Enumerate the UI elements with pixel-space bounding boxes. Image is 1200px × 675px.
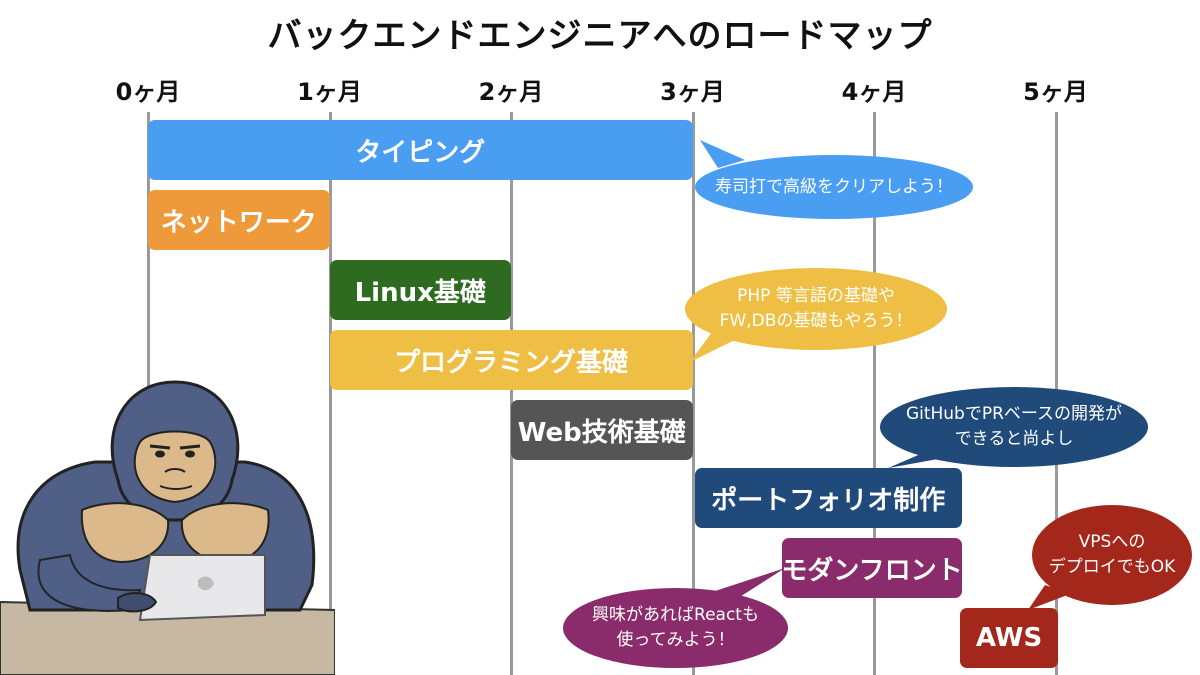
callout-typing-ellipse <box>695 155 973 219</box>
bar-web-tech-basics: Web技術基礎 <box>511 400 693 460</box>
bar-programming-basics: プログラミング基礎 <box>329 330 693 390</box>
gridline-month-4 <box>873 112 876 675</box>
bar-modern-front: モダンフロント <box>781 538 963 598</box>
bar-aws: AWS <box>960 608 1058 668</box>
bar-typing: タイピング <box>148 120 693 180</box>
callout-portfolio-shape <box>880 387 1148 468</box>
callout-modern-front-shape <box>563 568 788 668</box>
month-label-4: 4ヶ月 <box>841 78 907 106</box>
bar-linux-basics: Linux基礎 <box>329 260 511 320</box>
callout-aws-shape <box>1028 505 1192 610</box>
callout-modern-front: 興味があればReactも 使ってみよう！ <box>563 568 788 668</box>
callout-programming-ellipse <box>685 268 947 350</box>
callout-typing-tail <box>700 140 745 168</box>
gorilla-at-laptop-icon <box>0 380 335 675</box>
gridline-month-2 <box>510 112 513 675</box>
bar-network: ネットワーク <box>148 190 330 250</box>
callout-modern-front-text: 興味があればReactも 使ってみよう！ <box>592 605 759 650</box>
callout-portfolio: GitHubでPRベースの開発が できると尚よし <box>880 387 1148 468</box>
bar-portfolio: ポートフォリオ制作 <box>694 468 962 528</box>
callout-portfolio-tail <box>888 450 960 468</box>
callout-typing-text: 寿司打で高級をクリアしよう！ <box>715 176 953 197</box>
callout-programming-shape <box>685 268 947 362</box>
callout-portfolio-ellipse <box>880 387 1148 467</box>
gridline-month-1 <box>328 112 332 675</box>
callout-typing-shape <box>695 140 973 219</box>
callout-aws-text: VPSへの デプロイでもOK <box>1048 532 1176 577</box>
month-label-5: 5ヶ月 <box>1023 78 1088 106</box>
callout-portfolio-text: GitHubでPRベースの開発が できると尚よし <box>905 404 1123 449</box>
month-label-2: 2ヶ月 <box>478 78 544 106</box>
month-label-3: 3ヶ月 <box>660 78 725 106</box>
callout-programming-tail <box>690 328 745 362</box>
callout-modern-front-tail <box>700 568 785 600</box>
month-label-1: 1ヶ月 <box>297 78 362 106</box>
callout-aws: VPSへの デプロイでもOK <box>1028 505 1192 610</box>
month-label-0: 0ヶ月 <box>115 78 181 106</box>
callout-programming: PHP 等言語の基礎や FW,DBの基礎もやろう！ <box>685 268 947 362</box>
callout-aws-ellipse <box>1032 505 1192 605</box>
callout-modern-front-ellipse <box>563 588 788 668</box>
callout-typing: 寿司打で高級をクリアしよう！ <box>695 140 973 219</box>
gridline-month-3 <box>691 112 695 675</box>
callout-aws-tail <box>1028 585 1070 610</box>
callout-programming-text: PHP 等言語の基礎や FW,DBの基礎もやろう！ <box>719 286 913 331</box>
page-title: バックエンドエンジニアへのロードマップ <box>267 16 933 56</box>
